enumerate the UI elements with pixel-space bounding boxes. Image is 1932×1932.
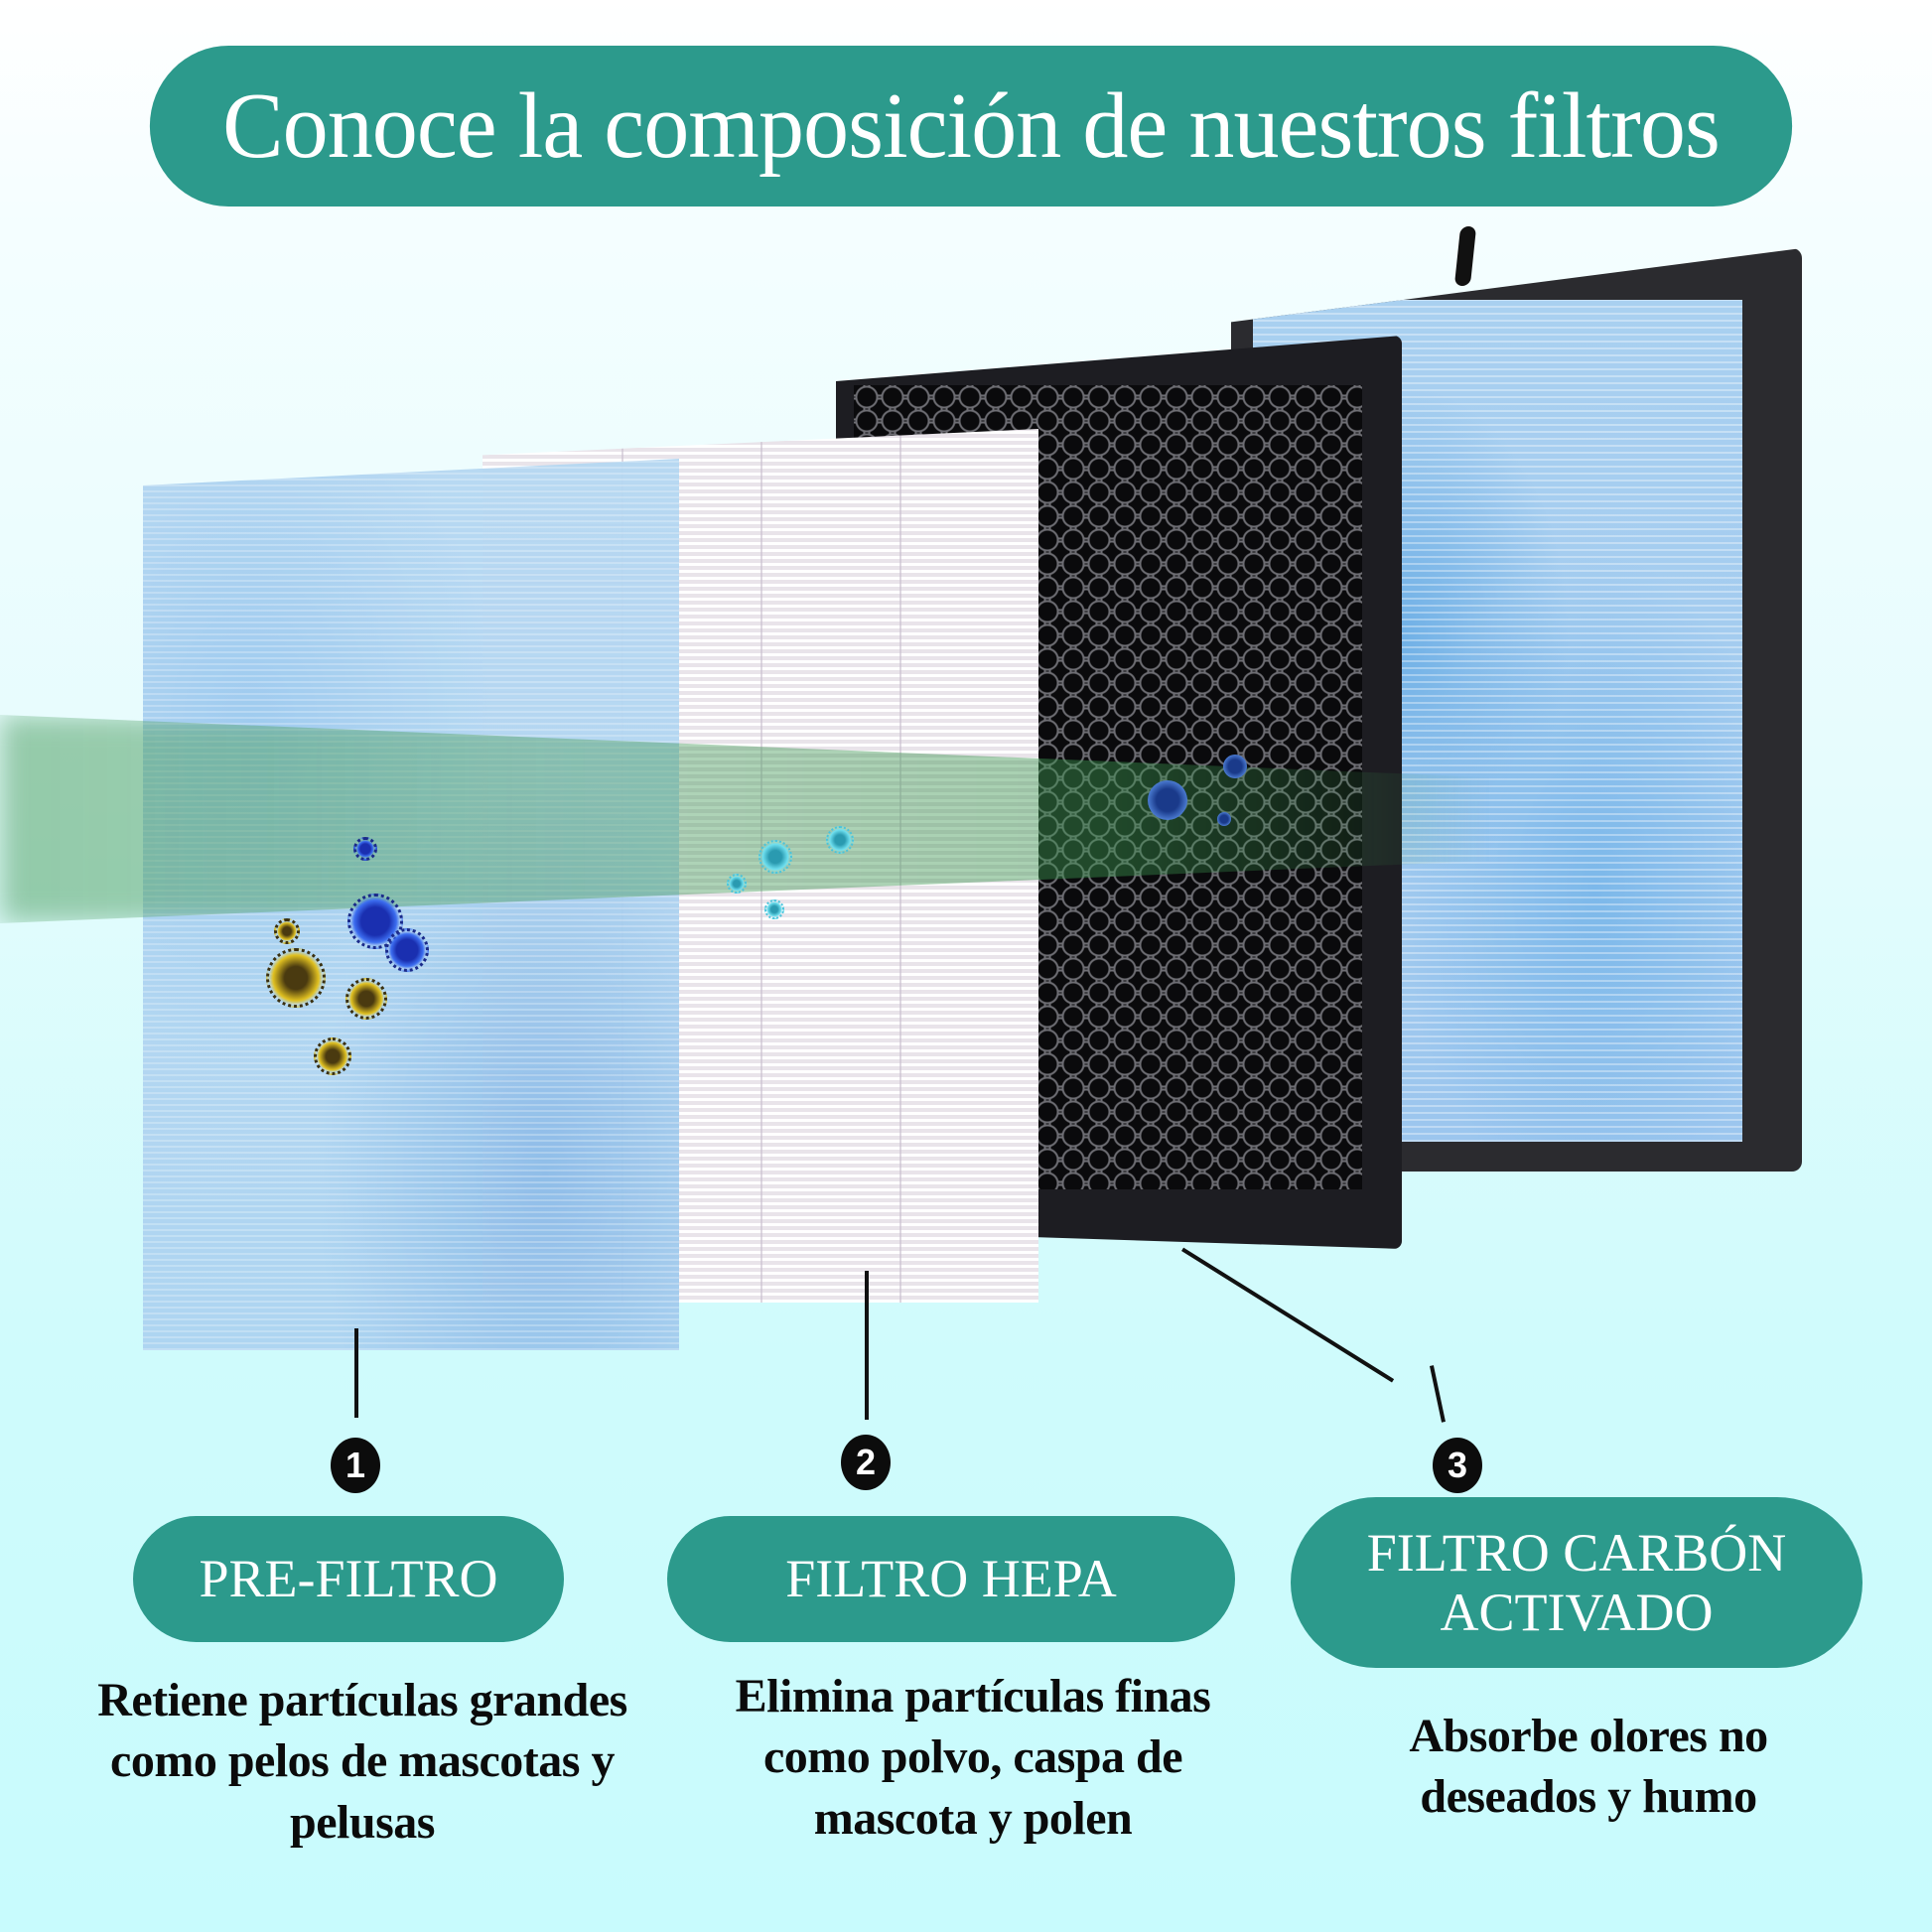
step-badge-3: 3 bbox=[1433, 1438, 1482, 1493]
filter-illustration bbox=[0, 226, 1802, 1350]
leader-line-1 bbox=[354, 1328, 358, 1418]
description-line: Absorbe olores no bbox=[1409, 1710, 1768, 1762]
pre-filter-label-text: PRE-FILTRO bbox=[199, 1549, 498, 1609]
germ-icon bbox=[385, 928, 429, 972]
pre-filter-description: Retiene partículas grandes como pelos de… bbox=[20, 1670, 705, 1853]
carbon-filter-description: Absorbe olores no deseados y humo bbox=[1311, 1706, 1866, 1828]
description-line: pelusas bbox=[290, 1795, 435, 1849]
description-line: Elimina partículas finas bbox=[735, 1670, 1211, 1723]
hepa-filter-description: Elimina partículas finas como polvo, cas… bbox=[675, 1666, 1271, 1849]
leader-line-2 bbox=[865, 1271, 869, 1420]
germ-icon bbox=[314, 1037, 351, 1075]
hepa-filter-label-text: FILTRO HEPA bbox=[785, 1549, 1117, 1609]
hepa-filter-label: FILTRO HEPA bbox=[667, 1516, 1235, 1642]
germ-icon bbox=[274, 918, 300, 944]
description-line: como pelos de mascotas y bbox=[110, 1734, 615, 1788]
step-badge-1: 1 bbox=[331, 1438, 380, 1493]
leader-line-3b bbox=[1430, 1365, 1446, 1423]
carbon-filter-label-line1: FILTRO CARBÓN bbox=[1366, 1522, 1787, 1583]
description-line: deseados y humo bbox=[1420, 1770, 1757, 1824]
description-line: como polvo, caspa de bbox=[763, 1730, 1183, 1784]
germ-icon bbox=[826, 826, 854, 854]
germ-icon bbox=[1148, 780, 1187, 820]
description-line: Retiene partículas grandes bbox=[97, 1674, 627, 1726]
germ-icon bbox=[345, 978, 387, 1020]
pre-filter-label: PRE-FILTRO bbox=[133, 1516, 564, 1642]
germ-icon bbox=[353, 837, 377, 861]
germ-icon bbox=[759, 840, 792, 874]
germ-icon bbox=[1223, 755, 1247, 778]
carbon-filter-label-line2: ACTIVADO bbox=[1440, 1583, 1714, 1642]
description-line: mascota y polen bbox=[813, 1791, 1133, 1845]
page-title: Conoce la composición de nuestros filtro… bbox=[149, 46, 1793, 207]
germ-icon bbox=[727, 874, 747, 894]
carbon-filter-label: FILTRO CARBÓN ACTIVADO bbox=[1291, 1497, 1863, 1668]
germ-icon bbox=[764, 899, 784, 919]
germ-icon bbox=[1217, 812, 1231, 826]
germ-icon bbox=[266, 948, 326, 1008]
pull-tab bbox=[1453, 226, 1477, 286]
step-badge-2: 2 bbox=[841, 1435, 891, 1490]
leader-line-3 bbox=[1181, 1247, 1395, 1383]
